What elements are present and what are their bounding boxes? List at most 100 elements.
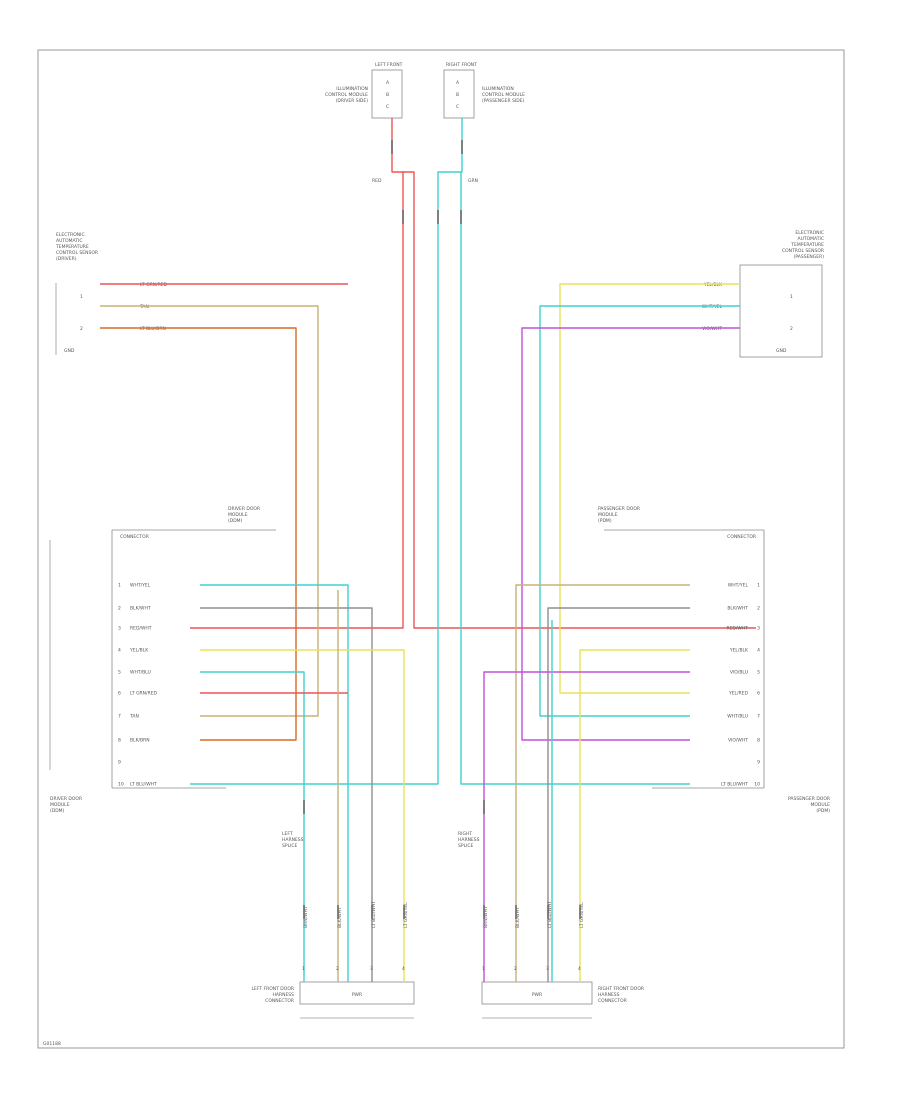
right-sensor: ELECTRONIC AUTOMATIC TEMPERATURE CONTROL… (739, 230, 825, 358)
left-module-wire-label: YEL/BLK (129, 648, 149, 654)
right-module-wire-label: VIO/BLU (730, 670, 748, 676)
right-module-pin: 7 (757, 714, 760, 720)
right-bottom-connector: PWR RIGHT FRONT DOOR HARNESS CONNECTOR R… (458, 831, 644, 1019)
left-sensor-pin-2: 2 (80, 326, 83, 332)
wire-right-row-4 (579, 649, 690, 982)
right-top-plug-pin-b: B (456, 92, 459, 98)
left-module-pin: 3 (118, 626, 121, 632)
right-bottom-wire-label: LT GRN/YEL (579, 902, 585, 928)
left-bottom-line1: LEFT FRONT DOOR (251, 986, 294, 992)
right-bottom-wire-label: BLK/WHT (515, 907, 521, 928)
wire-left-sensor-3 (100, 327, 297, 741)
right-module-pin: 9 (757, 760, 760, 766)
right-module-pin: 8 (757, 738, 760, 744)
right-module-header: CONNECTOR (727, 534, 756, 540)
left-sensor-line4: CONTROL SENSOR (56, 250, 98, 256)
left-sensor: ELECTRONIC AUTOMATIC TEMPERATURE CONTROL… (55, 232, 98, 355)
left-top-plug-pin-b: B (386, 92, 389, 98)
right-top-plug-pin-c: C (456, 104, 459, 110)
left-module-pin: 1 (118, 583, 121, 589)
left-module-line1: DRIVER DOOR (228, 506, 260, 512)
right-module-pin: 10 (754, 782, 760, 788)
wire-left-row-5 (200, 671, 305, 982)
wire-left-row-1 (200, 584, 349, 982)
left-module-header: CONNECTOR (120, 534, 149, 540)
left-module-wire-label: LT GRN/RED (130, 691, 158, 697)
right-top-plug-line3: CONTROL MODULE (482, 92, 525, 98)
right-sensor-wire-label-3: VIO/WHT (702, 326, 722, 332)
right-top-plug: RIGHT FRONT ILLUMINATION CONTROL MODULE … (443, 62, 525, 119)
right-module-pin: 1 (757, 583, 760, 589)
left-top-plug-line4: (DRIVER SIDE) (336, 98, 369, 104)
left-module-wire-label: RED/WHT (130, 626, 152, 632)
wire-right-row-1 (515, 584, 690, 982)
left-top-plug-line2: ILLUMINATION (336, 86, 368, 92)
right-module-wire-label: LT BLU/WHT (721, 782, 748, 788)
right-sensor-pin-1: 1 (790, 294, 793, 300)
wire-left-sensor-2 (100, 305, 319, 717)
right-bottom-line3: CONNECTOR (598, 998, 627, 1004)
right-sensor-wire-label-2: WHT/YEL (702, 304, 723, 310)
right-bottom-pin: 2 (514, 966, 517, 972)
left-bottom-pin: 3 (370, 966, 373, 972)
wire-cyan-right-trunk (460, 172, 690, 785)
left-bottom-connector: PWR LEFT FRONT DOOR HARNESS CONNECTOR LE… (251, 831, 415, 1019)
right-module-wire-label: YEL/RED (728, 691, 749, 697)
left-top-plug-pin-c: C (386, 104, 389, 110)
right-top-plug-title: RIGHT FRONT (446, 62, 477, 68)
left-module-line3: (DDM) (228, 518, 243, 524)
right-top-plug-pin-a: A (456, 80, 460, 86)
figure-id: G01188 (43, 1041, 61, 1047)
right-bottom-wire-label: LT BLU/WHT (547, 901, 553, 928)
left-module-wire-label: TAN (129, 714, 139, 720)
right-splice-line3: SPLICE (458, 843, 474, 849)
right-sensor-wire-label-1: YEL/BLK (703, 282, 723, 288)
left-sensor-wire-label-3: LT BLU/BRN (140, 326, 166, 332)
left-module-name2: MODULE (50, 802, 70, 808)
left-module-wire-label: BLK/WHT (130, 606, 151, 612)
right-module-line2: MODULE (598, 512, 618, 518)
left-module-name1: DRIVER DOOR (50, 796, 82, 802)
right-sensor-line1: ELECTRONIC (795, 230, 824, 236)
code-marks (303, 140, 581, 919)
wire-left-row-2 (200, 607, 373, 982)
right-bottom-wire-label: BRN/WHT (483, 906, 489, 928)
left-top-plug-pin-a: A (386, 80, 390, 86)
left-module-pin: 4 (118, 648, 121, 654)
right-module-wire-label: BLK/WHT (727, 606, 748, 612)
right-sensor-pin-2: 2 (790, 326, 793, 332)
right-top-plug-line2: ILLUMINATION (482, 86, 514, 92)
left-door-module: DRIVER DOOR MODULE (DDM) CONNECTOR DRIVE… (49, 506, 276, 814)
right-module-pin: 5 (757, 670, 760, 676)
top-wire-label-left: RED (372, 178, 382, 184)
left-bottom-wire-label: BRN/WHT (303, 906, 309, 928)
right-sensor-line3: TEMPERATURE (790, 242, 824, 248)
wire-right-sensor-3 (521, 327, 740, 741)
left-module-line2: MODULE (228, 512, 248, 518)
right-module-wire-label: VIO/WHT (728, 738, 748, 744)
right-bottom-line2: HARNESS (598, 992, 620, 998)
left-sensor-line2: AUTOMATIC (56, 238, 83, 244)
right-module-name3: (PDM) (816, 808, 830, 814)
left-module-pin: 5 (118, 670, 121, 676)
left-module-pin: 2 (118, 606, 121, 612)
left-bottom-wire-label: BLK/WHT (337, 907, 343, 928)
left-module-pin: 7 (118, 714, 121, 720)
left-splice-line3: SPLICE (282, 843, 298, 849)
wire-left-row-4 (200, 649, 405, 982)
right-module-wire-label: WHT/YEL (728, 583, 749, 589)
right-module-pin: 4 (757, 648, 760, 654)
wire-red-right-trunk (402, 171, 756, 629)
right-splice-line1: RIGHT (458, 831, 472, 837)
right-module-name2: MODULE (810, 802, 830, 808)
left-top-plug-line3: CONTROL MODULE (325, 92, 368, 98)
right-bottom-pin: 1 (482, 966, 485, 972)
left-bottom-wire-label: LT BLU/WHT (371, 901, 377, 928)
right-bottom-pin: 4 (578, 966, 581, 972)
left-module-wire-label: BLK/BRN (130, 738, 150, 744)
wire-cyan-left-trunk (190, 118, 463, 785)
right-module-wire-label: WHT/BLU (727, 714, 748, 720)
right-module-line1: PASSENGER DOOR (598, 506, 640, 512)
right-top-plug-line4: (PASSENGER SIDE) (482, 98, 525, 104)
right-sensor-line5: (PASSENGER) (794, 254, 825, 260)
